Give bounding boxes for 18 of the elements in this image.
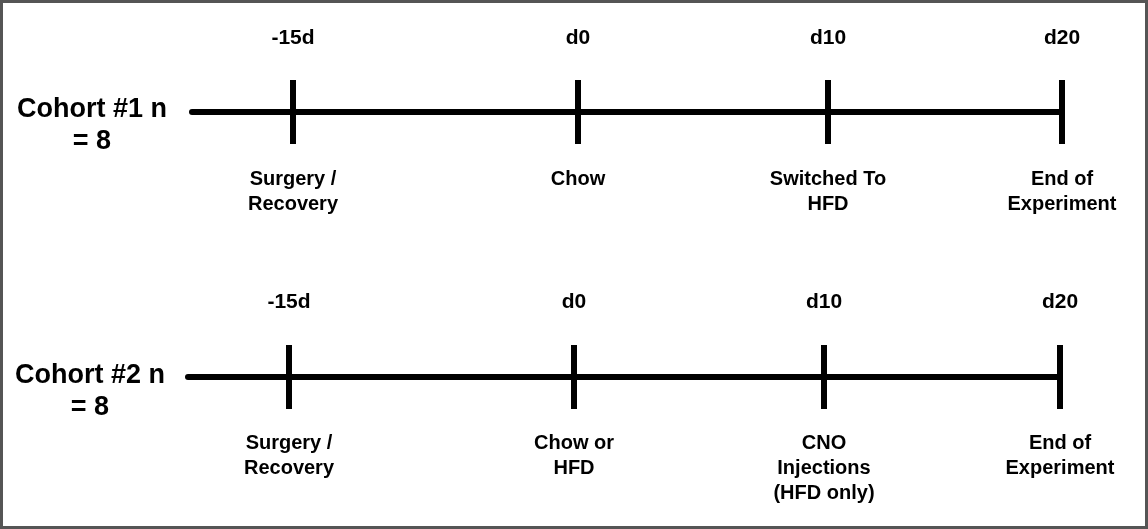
time-label: -15d [267, 288, 311, 314]
time-label: d20 [1041, 288, 1079, 314]
event-label: Chow or HFD [533, 430, 615, 480]
event-label: CNO Injections (HFD only) [772, 430, 876, 505]
cohort-label: Cohort #2 n = 8 [15, 358, 165, 423]
event-label: Surgery / Recovery [242, 430, 336, 480]
time-label: d0 [561, 288, 587, 314]
event-label: Surgery / Recovery [246, 166, 340, 216]
event-label: End of Experiment [1004, 430, 1116, 480]
time-label: d10 [809, 24, 847, 50]
event-label: Chow [549, 166, 607, 191]
event-label: Switched To HFD [769, 166, 887, 216]
time-label: d10 [805, 288, 843, 314]
time-label: d0 [565, 24, 591, 50]
time-label: d20 [1043, 24, 1081, 50]
cohort-label: Cohort #1 n = 8 [17, 92, 167, 157]
time-label: -15d [271, 24, 315, 50]
event-label: End of Experiment [1006, 166, 1118, 216]
